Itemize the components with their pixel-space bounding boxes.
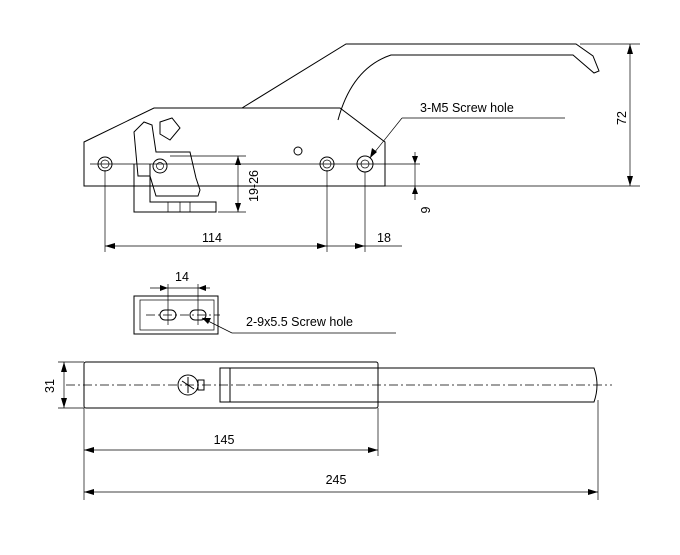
small-hole (293, 146, 303, 156)
dim-edge-label: 18 (377, 231, 391, 245)
callout-m5-label: 3-M5 Screw hole (420, 101, 514, 115)
dim-hole-span: 114 (104, 170, 328, 252)
dim-height-label: 72 (615, 111, 629, 125)
dim-offset: 9 (412, 152, 433, 213)
callout-slots: 2-9x5.5 Screw hole (201, 315, 396, 334)
bracket (133, 164, 217, 213)
pivot-hole (152, 158, 168, 174)
dim-total-length: 245 (84, 400, 599, 500)
dim-width-label: 31 (43, 379, 57, 393)
dim-total-length-label: 245 (326, 473, 347, 487)
callout-m5: 3-M5 Screw hole (369, 101, 565, 159)
side-view: 72 9 19-26 114 (83, 43, 640, 252)
dim-edge: 18 (327, 172, 402, 252)
dim-slot-spacing: 14 (150, 270, 210, 325)
dim-hole-span-label: 114 (202, 231, 222, 245)
top-view: 31 145 245 (43, 361, 612, 500)
handle-bar (219, 367, 598, 403)
callout-slots-label: 2-9x5.5 Screw hole (246, 315, 353, 329)
dim-range: 19-26 (170, 155, 261, 213)
dim-height: 72 (385, 43, 640, 187)
latch-hook (133, 121, 201, 197)
dim-base-length-label: 145 (214, 433, 235, 447)
dim-base-length: 145 (83, 408, 379, 500)
dim-width: 31 (43, 361, 84, 409)
dim-offset-label: 9 (419, 206, 433, 213)
handle-arm (241, 43, 600, 121)
base-plate (83, 107, 386, 187)
slot-plate-view: 14 2-9x5.5 Screw hole (133, 270, 396, 335)
pivot-link (159, 117, 181, 141)
dim-slot-spacing-label: 14 (175, 270, 189, 284)
dim-range-label: 19-26 (247, 170, 261, 202)
